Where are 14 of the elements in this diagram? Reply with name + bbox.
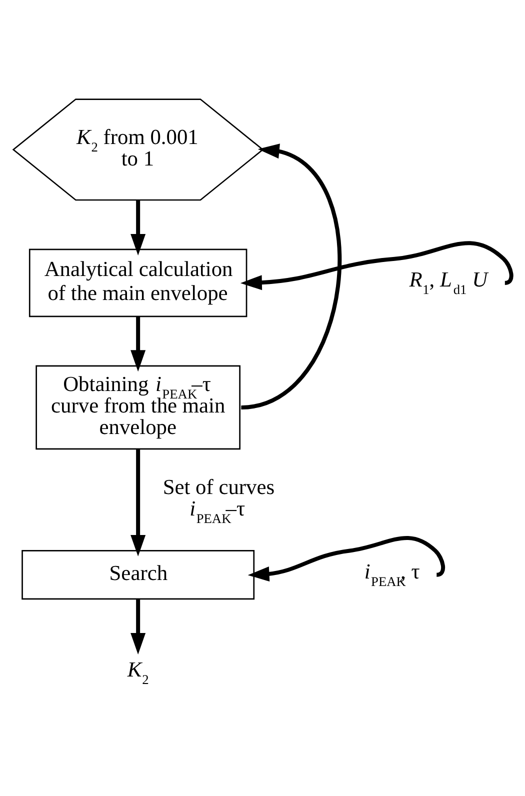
arrow [130, 316, 146, 372]
arrow [248, 536, 446, 582]
node-box: Search [22, 550, 255, 600]
arrow [240, 241, 514, 290]
node-text: i$_{PEAK}$, τ [364, 560, 420, 590]
arrow [130, 200, 146, 256]
node-text: K$_{2}$ [127, 657, 149, 687]
arrow [130, 449, 146, 556]
arrow [130, 599, 146, 654]
node-text: R$_{1}$, L$_{d1}$ U [409, 268, 488, 298]
node-box: Obtaining i$_{PEAK}$–τ curve from the main envelope [36, 365, 240, 450]
arrow [240, 144, 342, 410]
edge-label: Set of curves i$_{PEAK}$–τ [162, 475, 275, 526]
node-box: Analytical calculation of the main envelope [28, 248, 248, 318]
